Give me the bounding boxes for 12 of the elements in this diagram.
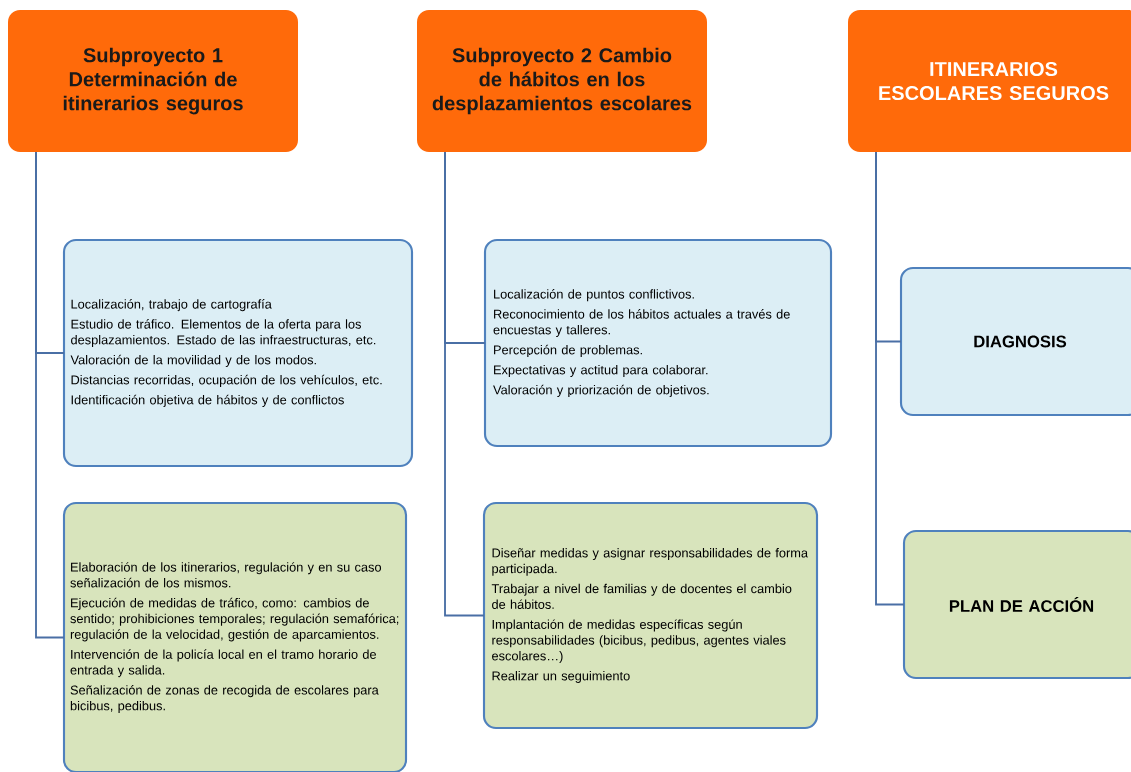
connector-line: [35, 151, 65, 639]
content-box: Localización, trabajo de cartografía Estudio de tráfico. Elementos de la oferta para los desplazamientos. Estado de las infraestructuras, etc. Valoración de la movilidad y de los modos. Distancias recorridas, ocupación de los vehículos, etc. Identificación objetiva de hábitos y de conflictos: [62, 238, 414, 468]
header-box: Subproyecto 1 Determinación de itinerarios seguros: [8, 10, 298, 152]
content-box: Elaboración de los itinerarios, regulación y en su caso señalización de los mismos. Ejecución de medidas de tráfico, como: cambios de sentido; prohibiciones temporales; regulación semafórica; regulación de la velocidad, gestión de aparcamientos. Intervención de la policía local en el tramo horario de entrada y salida. Señalización de zonas de recogida de escolares para bicibus, pedibus.: [62, 501, 408, 772]
header-box: ITINERARIOS ESCOLARES SEGUROS: [848, 10, 1131, 152]
content-box: Diseñar medidas y asignar responsabilidades de forma participada. Trabajar a nivel de familias y de docentes el cambio de hábitos. Implantación de medidas específicas según responsabilidades (bicibus, pedibus, agentes viales escolares…) Realizar un seguimiento: [482, 501, 819, 730]
header-box: Subproyecto 2 Cambio de hábitos en los desplazamientos escolares: [417, 10, 707, 152]
connector-line: [444, 151, 485, 617]
connector-line: [875, 151, 905, 606]
content-box: Localización de puntos conflictivos. Reconocimiento de los hábitos actuales a través de encuestas y talleres. Percepción de problemas. Expectativas y actitud para colaborar. Valoración y priorización de objetivos.: [483, 238, 833, 448]
content-box: PLAN DE ACCIÓN: [902, 529, 1131, 680]
content-box: DIAGNOSIS: [899, 266, 1131, 417]
